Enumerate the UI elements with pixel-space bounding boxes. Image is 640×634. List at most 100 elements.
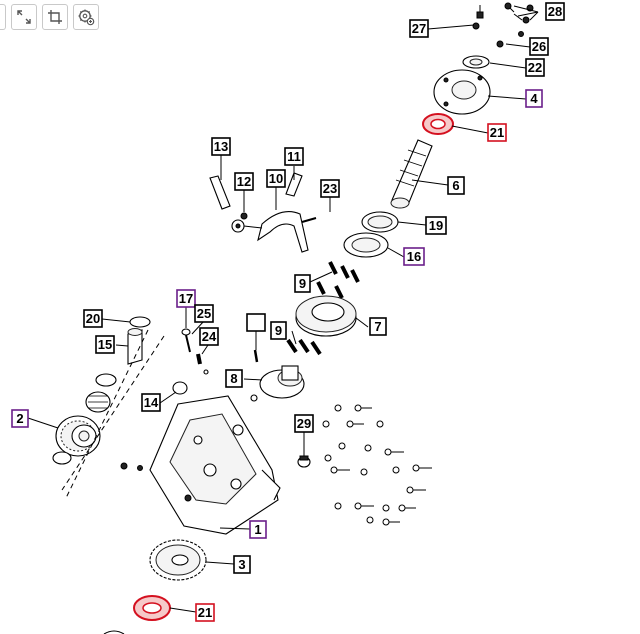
springs-9-upper: [316, 261, 360, 299]
bolt-17-25: [181, 328, 191, 353]
gear-2: [55, 415, 101, 457]
callout-label: 20: [86, 311, 100, 326]
plug-29: [297, 455, 311, 468]
shift-fork-10: [231, 211, 309, 253]
callout-label: 26: [532, 39, 546, 54]
callout-7[interactable]: 7: [369, 317, 387, 336]
assembly-guide-lines: [61, 329, 165, 499]
callout-label: 27: [412, 21, 426, 36]
pin-11: [285, 172, 303, 197]
image-toolbar: [0, 4, 99, 34]
callout-6[interactable]: 6: [447, 176, 465, 195]
callout-label: 1: [254, 522, 261, 537]
bottom-partial-ring: [103, 630, 125, 634]
callout-label: 6: [452, 178, 459, 193]
callout-label: 29: [297, 416, 311, 431]
housing-1: [120, 395, 281, 535]
callout-16[interactable]: 16: [403, 247, 425, 266]
red-seal-21-bottom: [133, 595, 171, 621]
washer-upper-left: [95, 373, 117, 387]
bearing-left: [85, 391, 111, 413]
screw-12: [240, 198, 248, 220]
callout-14[interactable]: 14: [141, 393, 161, 412]
callout-22[interactable]: 22: [525, 58, 545, 77]
bolt-group-top: [472, 2, 534, 48]
callout-label: 13: [214, 139, 228, 154]
washer-19-hole: [367, 215, 393, 229]
callout-9-upper[interactable]: 9: [294, 274, 311, 293]
callout-label: 19: [429, 218, 443, 233]
callout-4[interactable]: 4: [525, 89, 543, 108]
gear-zoom-icon: [78, 9, 95, 26]
callout-1[interactable]: 1: [249, 520, 267, 539]
callout-label: 2: [16, 411, 23, 426]
springs-9-lower: [286, 338, 322, 356]
callout-label: 28: [548, 4, 562, 19]
callout-15[interactable]: 15: [95, 335, 115, 354]
callout-label: 21: [198, 605, 212, 620]
callout-8[interactable]: 8: [225, 369, 243, 388]
callout-3[interactable]: 3: [233, 555, 251, 574]
callout-label: 9: [299, 276, 306, 291]
washer-lower-left: [52, 451, 72, 465]
callout-13[interactable]: 13: [211, 137, 231, 156]
callout-9-lower[interactable]: 9: [270, 321, 287, 340]
callout-label: 11: [287, 149, 301, 164]
expand-button[interactable]: [11, 4, 37, 30]
callout-21-top[interactable]: 21: [487, 123, 507, 142]
zoom-settings-button[interactable]: [73, 4, 99, 30]
callout-17[interactable]: 17: [176, 289, 196, 308]
sleeve-15: [127, 328, 143, 365]
callout-20[interactable]: 20: [83, 309, 103, 328]
callout-25[interactable]: 25: [194, 304, 214, 323]
callout-21-bottom[interactable]: 21: [195, 603, 215, 622]
callout-26[interactable]: 26: [529, 37, 549, 56]
previous-button[interactable]: [0, 4, 6, 30]
callout-label: 17: [179, 291, 193, 306]
callout-19[interactable]: 19: [425, 216, 447, 235]
roll-pin-23: [301, 217, 317, 223]
callout-label: 15: [98, 337, 112, 352]
callout-label: 8: [230, 371, 237, 386]
callout-29[interactable]: 29: [294, 414, 314, 433]
dowel-18: [253, 349, 259, 363]
callout-23[interactable]: 23: [320, 179, 340, 198]
callout-label: 14: [144, 395, 159, 410]
callout-24[interactable]: 24: [199, 327, 219, 346]
pins-24: [196, 353, 209, 375]
callout-label: 3: [238, 557, 245, 572]
clutch-assembly-7: [295, 295, 357, 337]
ring-14: [172, 381, 188, 395]
leader-lines: [27, 5, 539, 613]
callout-label: 4: [530, 91, 538, 106]
callout-label: 22: [528, 60, 542, 75]
red-seal-21-top: [422, 113, 454, 135]
callout-28[interactable]: 28: [545, 2, 565, 21]
ring-20: [129, 316, 151, 328]
callout-11[interactable]: 11: [284, 147, 304, 166]
callout-label: 24: [202, 329, 217, 344]
callout-label: 7: [374, 319, 381, 334]
callout-label: 23: [323, 181, 337, 196]
expand-arrows-icon: [17, 10, 31, 24]
washer-16-hole: [351, 237, 381, 253]
hub-8: [250, 365, 305, 402]
cover-plate-4: [433, 69, 491, 115]
seal-22: [462, 55, 490, 69]
callout-label: 10: [269, 171, 283, 186]
callout-18[interactable]: [246, 313, 266, 332]
crop-icon: [48, 10, 62, 24]
callout-label: 9: [275, 323, 282, 338]
callout-10[interactable]: 10: [266, 169, 286, 188]
crop-button[interactable]: [42, 4, 68, 30]
bolt-field: [322, 404, 432, 526]
pin-13: [209, 175, 231, 210]
shaft-6: [390, 139, 433, 209]
callout-2[interactable]: 2: [11, 409, 29, 428]
callout-label: 16: [407, 249, 421, 264]
callout-27[interactable]: 27: [409, 19, 429, 38]
callout-12[interactable]: 12: [234, 172, 254, 191]
gear-3: [149, 539, 207, 581]
callout-label: 12: [237, 174, 251, 189]
